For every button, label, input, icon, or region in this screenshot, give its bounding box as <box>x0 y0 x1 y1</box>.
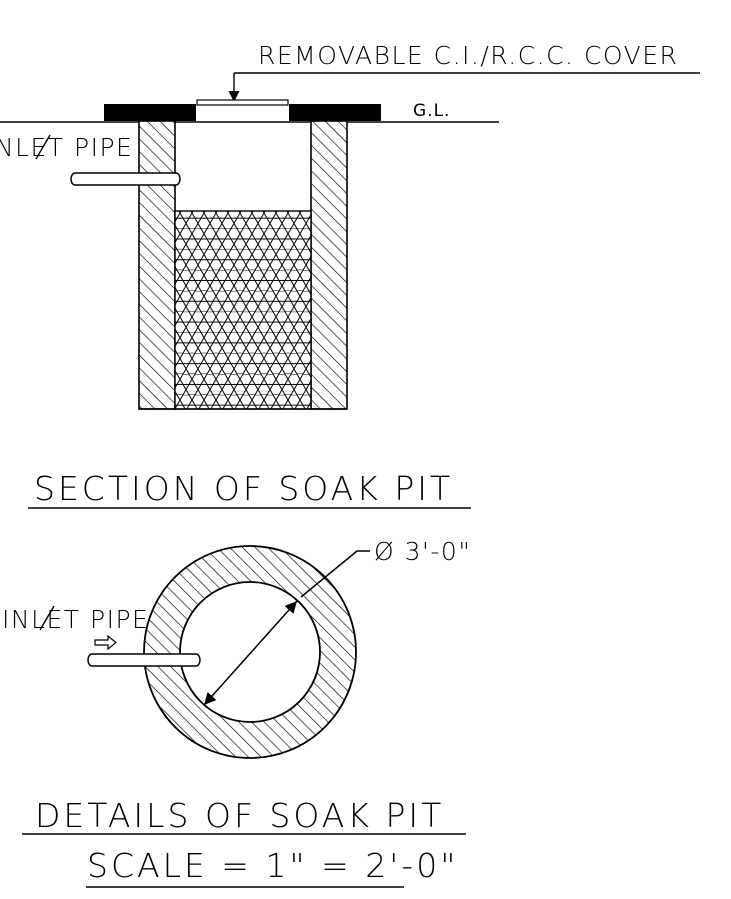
removable-cover <box>196 99 289 106</box>
inlet-label-slash <box>35 134 51 160</box>
inlet-label: INLET PIPE <box>0 133 133 162</box>
diameter-label: Ø 3'-0" <box>374 537 471 566</box>
plan-inlet-label: INLET PIPE <box>2 605 149 634</box>
inlet-pipe <box>70 172 181 186</box>
ring-inner <box>179 581 321 723</box>
pit-wall-left <box>138 120 176 410</box>
ground-level-label: G.L. <box>413 101 450 121</box>
scale-label: SCALE = 1" = 2'-0" <box>87 846 458 885</box>
plan-view: Ø 3'-0" INLET PIPE DETAILS OF SOAK PIT S… <box>2 537 471 888</box>
section-title: SECTION OF SOAK PIT <box>34 469 453 508</box>
details-title: DETAILS OF SOAK PIT <box>35 796 444 835</box>
cover-label: REMOVABLE C.I./R.C.C. COVER <box>258 41 678 70</box>
section-view: REMOVABLE C.I./R.C.C. COVER G.L. INLET P… <box>0 41 700 509</box>
pit-fill <box>174 210 312 410</box>
pit-wall-right <box>310 120 348 410</box>
diameter-leader <box>300 550 370 598</box>
flow-arrow-icon <box>94 634 117 651</box>
diameter-line <box>203 600 298 706</box>
slab-right <box>289 104 381 121</box>
plan-inlet-pipe <box>87 653 201 667</box>
plan-inlet-label-slash <box>39 605 55 631</box>
slab-left <box>104 104 196 121</box>
